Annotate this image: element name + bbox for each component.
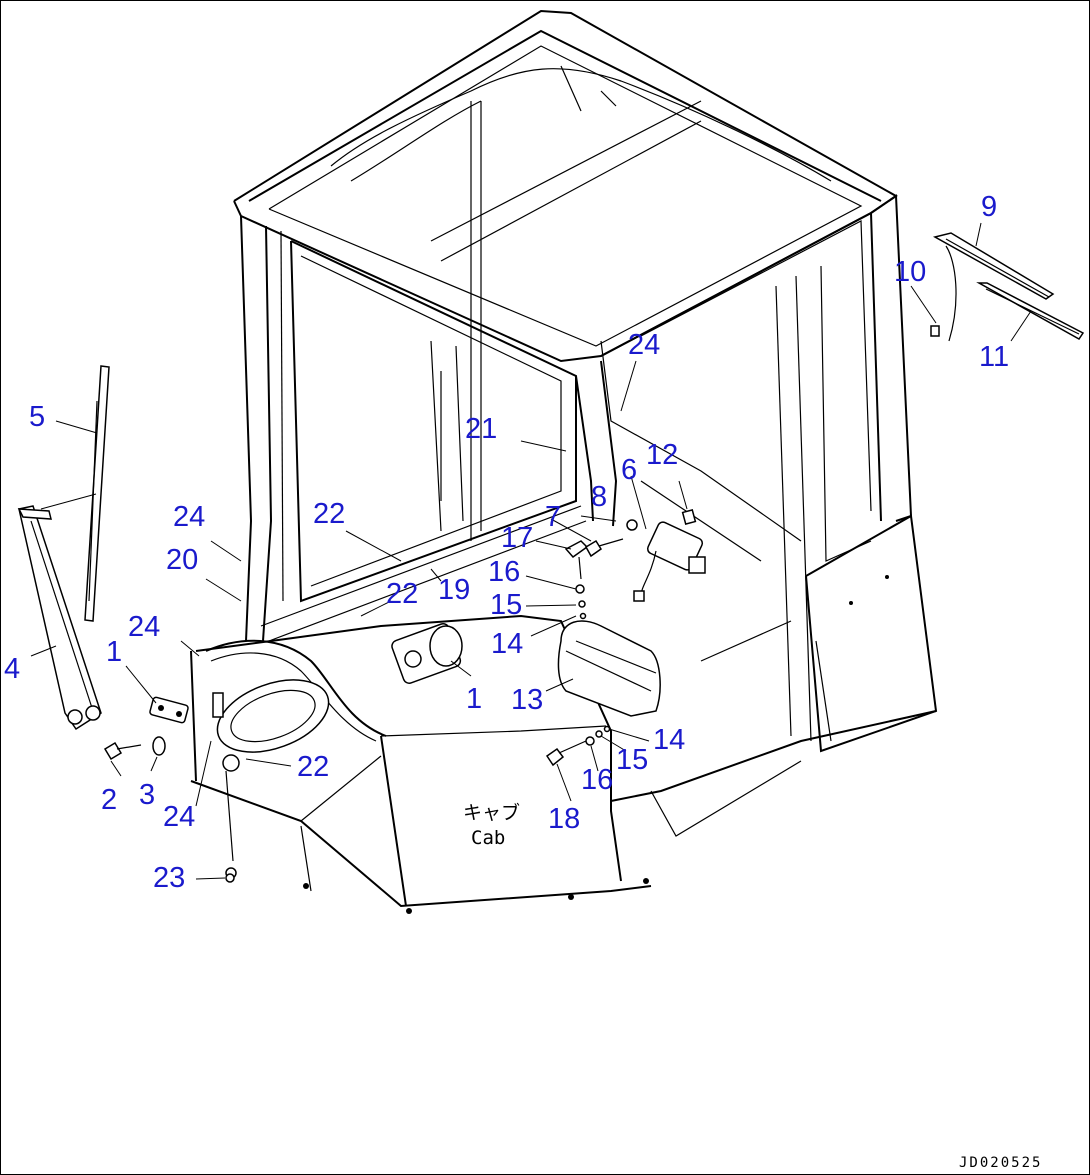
callout-19: 19: [438, 574, 470, 606]
callout-10: 10: [894, 256, 926, 288]
rear-wiper-assembly: [545, 508, 706, 767]
callout-1-right: 1: [466, 683, 482, 715]
callout-15-lower: 15: [616, 744, 648, 776]
callout-18: 18: [548, 803, 580, 835]
cab-label-japanese: キャブ: [463, 801, 520, 824]
callout-11: 11: [979, 341, 1009, 373]
front-wiper-arm-and-blade: [17, 365, 235, 883]
callout-23: 23: [153, 862, 185, 894]
rear-wiper-arm-and-blade: [930, 232, 1085, 342]
callout-21: 21: [465, 413, 497, 445]
callout-24-a: 24: [128, 611, 160, 643]
callout-22-middle: 22: [386, 578, 418, 610]
callout-12: 12: [646, 439, 678, 471]
callout-1-left: 1: [106, 636, 122, 668]
callout-6: 6: [621, 454, 637, 486]
callout-17: 17: [501, 522, 533, 554]
cab-frame: [149, 9, 938, 914]
callout-22-lower: 22: [297, 751, 329, 783]
callout-8: 8: [591, 481, 607, 513]
callout-14-upper: 14: [491, 628, 523, 660]
callout-labels: 5 4 1 2 3 24 20 24 24 23 22 22 22 19 1 2…: [4, 191, 1009, 894]
callout-16-upper: 16: [488, 556, 520, 588]
callout-24-c: 24: [163, 801, 195, 833]
callout-13: 13: [511, 684, 543, 716]
callout-22-upper: 22: [313, 498, 345, 530]
callout-5: 5: [29, 401, 45, 433]
leader-lines: [30, 222, 1032, 880]
callout-20: 20: [166, 544, 198, 576]
drawing-code: JD020525: [959, 1155, 1042, 1171]
callout-24-d: 24: [628, 329, 660, 361]
callout-15-upper: 15: [490, 589, 522, 621]
callout-14-lower: 14: [653, 724, 685, 756]
cab-label-english: Cab: [471, 827, 505, 849]
callout-16-lower: 16: [581, 764, 613, 796]
callout-2: 2: [101, 784, 117, 816]
callout-24-b: 24: [173, 501, 205, 533]
callout-9: 9: [981, 191, 997, 223]
callout-7: 7: [545, 501, 561, 533]
callout-4: 4: [4, 653, 20, 685]
callout-3: 3: [139, 779, 155, 811]
